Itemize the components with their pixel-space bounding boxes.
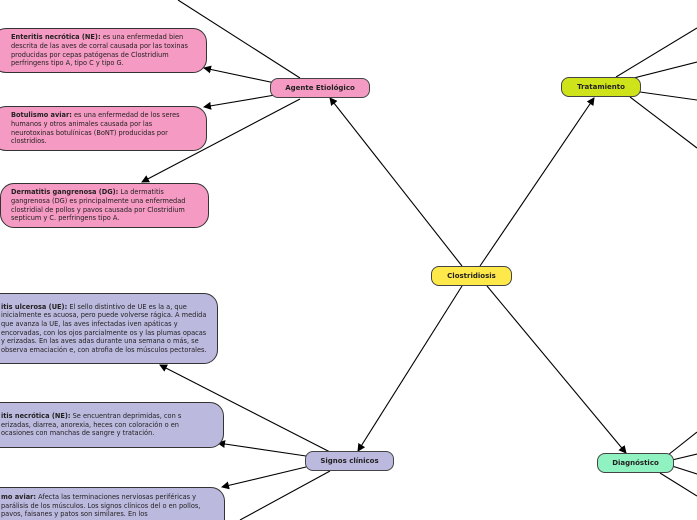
link-central-tratamiento bbox=[479, 97, 595, 267]
topic-signos-clinicos[interactable]: Signos clínicos bbox=[305, 451, 394, 471]
note-enteritis-necrotica-signos[interactable]: itis necrótica (NE): Se encuentran depri… bbox=[0, 402, 224, 448]
note-enteritis-ulcerosa[interactable]: itis ulcerosa (UE): El sello distintivo … bbox=[0, 293, 218, 364]
link-signos-ne bbox=[217, 440, 307, 457]
link-trat-off-1 bbox=[615, 27, 697, 78]
link-diag-off-2 bbox=[671, 453, 697, 461]
note-title: Enteritis necrótica (NE): bbox=[11, 33, 101, 42]
note-text: Afecta las terminaciones nerviosas perif… bbox=[1, 493, 201, 519]
topic-signos-clinicos-label: Signos clínicos bbox=[320, 457, 379, 465]
note-title: mo aviar: bbox=[1, 493, 37, 501]
topic-agente-etiologico-label: Agente Etiológico bbox=[285, 84, 355, 92]
note-botulismo-aviar-signos[interactable]: mo aviar: Afecta las terminaciones nervi… bbox=[0, 487, 225, 520]
note-title: Botulismo aviar: bbox=[11, 111, 72, 120]
link-signos-off bbox=[239, 470, 331, 520]
topic-tratamiento[interactable]: Tratamiento bbox=[561, 77, 641, 97]
link-signos-botulismo bbox=[221, 466, 307, 490]
link-trat-off-4 bbox=[629, 96, 697, 149]
link-trat-off-3 bbox=[639, 91, 697, 101]
note-enteritis-necrotica[interactable]: Enteritis necrótica (NE): es una enferme… bbox=[0, 28, 207, 73]
link-agente-botulismo bbox=[203, 94, 276, 110]
central-topic-label: Clostridiosis bbox=[447, 272, 496, 280]
link-central-diagnostico bbox=[486, 285, 627, 454]
link-central-signos bbox=[357, 285, 463, 452]
topic-agente-etiologico[interactable]: Agente Etiológico bbox=[270, 78, 370, 98]
note-title: itis ulcerosa (UE): bbox=[1, 302, 68, 311]
note-botulismo-aviar[interactable]: Botulismo aviar: es una enfermedad de lo… bbox=[0, 106, 207, 151]
link-signos-ue bbox=[159, 364, 331, 453]
link-central-agente bbox=[329, 97, 463, 267]
link-diag-off-4 bbox=[659, 472, 697, 497]
link-agente-off bbox=[177, 0, 301, 79]
link-diag-off-1 bbox=[667, 431, 697, 456]
note-text: Se encuentran deprimidas, con s erizadas… bbox=[1, 412, 182, 438]
central-topic[interactable]: Clostridiosis bbox=[431, 266, 512, 286]
topic-diagnostico[interactable]: Diagnóstico bbox=[597, 453, 674, 473]
note-text: es una enfermedad de los seres humanos y… bbox=[11, 111, 180, 146]
link-diag-off-3 bbox=[671, 465, 697, 475]
note-text: El sello distintivo de UE es la a, que i… bbox=[1, 302, 207, 354]
note-text: es una enfermedad bien descrita de las a… bbox=[11, 33, 188, 68]
note-dermatitis-gangrenosa[interactable]: Dermatitis gangrenosa (DG): La dermatiti… bbox=[0, 183, 209, 228]
topic-diagnostico-label: Diagnóstico bbox=[612, 459, 659, 467]
link-agente-ne bbox=[203, 65, 276, 84]
note-text: La dermatitis gangrenosa (DG) es princip… bbox=[11, 188, 186, 223]
note-title: itis necrótica (NE): bbox=[1, 412, 71, 421]
topic-tratamiento-label: Tratamiento bbox=[577, 83, 625, 91]
link-trat-off-2 bbox=[625, 61, 697, 81]
link-agente-dg bbox=[141, 98, 301, 183]
note-title: Dermatitis gangrenosa (DG): bbox=[11, 188, 119, 197]
